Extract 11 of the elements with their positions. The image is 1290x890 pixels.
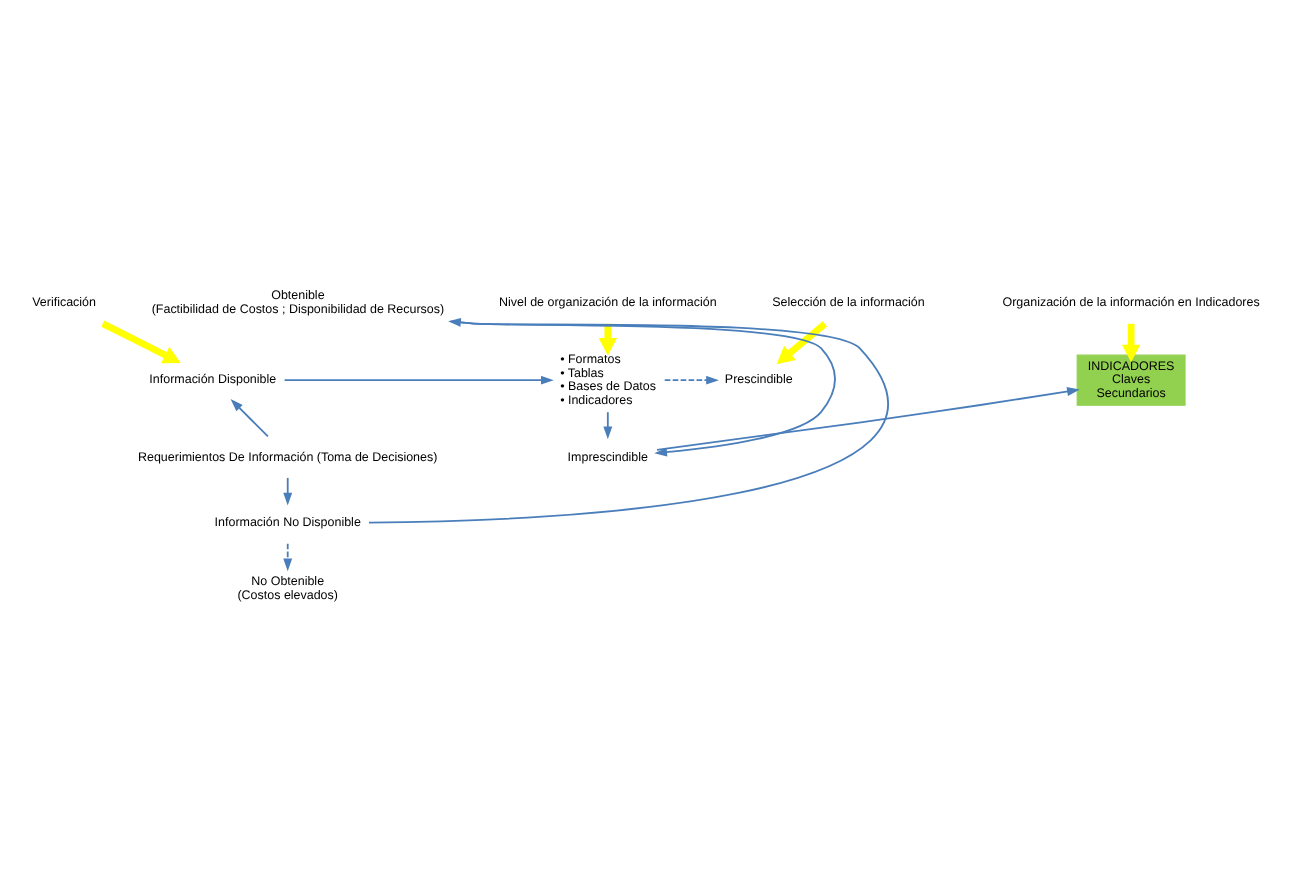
arrow [663, 374, 719, 384]
arrow [283, 541, 293, 571]
arrow [101, 319, 181, 363]
arrow [283, 476, 293, 505]
arrow [368, 317, 888, 523]
arrow [230, 398, 269, 437]
arrow [656, 386, 1080, 450]
arrow [283, 374, 554, 384]
arrow [1121, 322, 1141, 362]
arrow [603, 410, 613, 439]
arrow [776, 320, 828, 364]
